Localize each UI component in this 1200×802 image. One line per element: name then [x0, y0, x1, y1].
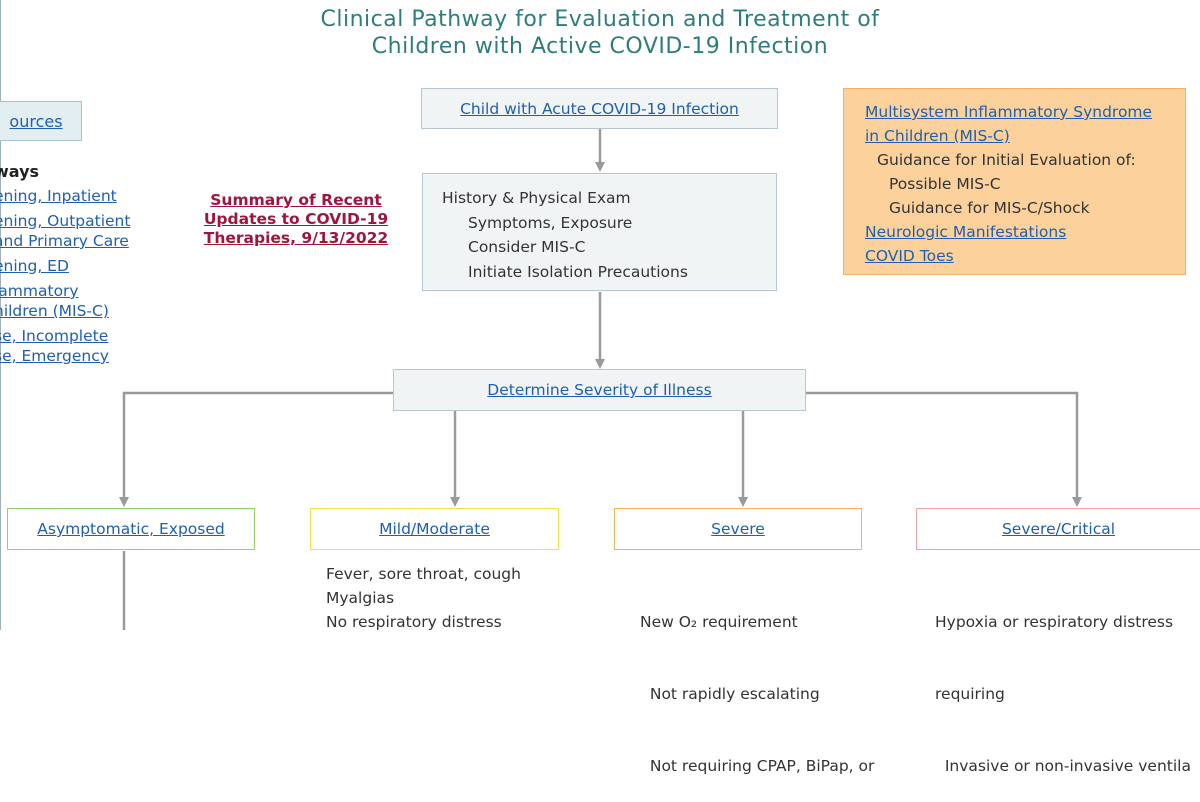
neurologic-link[interactable]: Neurologic Manifestations: [865, 223, 1067, 241]
mild-detail: Myalgias: [326, 589, 395, 607]
severity-asymptomatic-box[interactable]: Asymptomatic, Exposed: [7, 508, 255, 550]
severity-asymptomatic-link[interactable]: Asymptomatic, Exposed: [37, 520, 225, 538]
page-title: Clinical Pathway for Evaluation and Trea…: [0, 6, 1200, 60]
severe-detail: Not rapidly escalating: [640, 685, 820, 703]
mis-c-link[interactable]: Multisystem Inflammatory Syndrome: [865, 103, 1153, 121]
start-box-link[interactable]: Child with Acute COVID-19 Infection: [460, 99, 739, 118]
pathways-header: ways: [0, 162, 40, 181]
page-title-line2: Children with Active COVID-19 Infection: [371, 34, 829, 59]
guidance-item: Guidance for MIS-C/Shock: [889, 199, 1090, 217]
severity-box[interactable]: Determine Severity of Illness: [393, 369, 806, 411]
pathway-link-inpatient[interactable]: ening, Inpatient: [0, 187, 117, 205]
severe-details: New O₂ requirement Not rapidly escalatin…: [640, 562, 874, 802]
history-heading: History & Physical Exam: [442, 189, 631, 207]
mild-detail: Fever, sore throat, cough: [326, 565, 521, 583]
arrow-to-critical: [806, 391, 1082, 507]
mis-c-link-line2[interactable]: in Children (MIS-C): [865, 127, 1010, 145]
critical-detail: Invasive or non-invasive ventila: [935, 757, 1191, 775]
arrow-to-asymptomatic: [119, 391, 393, 507]
history-item: Consider MIS-C: [468, 238, 586, 256]
critical-details: Hypoxia or respiratory distress requirin…: [935, 562, 1200, 802]
page-title-line1: Clinical Pathway for Evaluation and Trea…: [320, 7, 880, 32]
severity-severe-box[interactable]: Severe: [614, 508, 862, 550]
page-left-border: [0, 0, 1, 630]
guidance-item: Possible MIS-C: [889, 175, 1001, 193]
severity-box-link[interactable]: Determine Severity of Illness: [487, 381, 712, 399]
critical-detail: Hypoxia or respiratory distress: [935, 613, 1174, 631]
severity-critical-link[interactable]: Severe/Critical: [1001, 520, 1116, 538]
pathways-list: ways ening, Inpatient ening, Outpatient …: [0, 162, 180, 371]
covid-toes-link[interactable]: COVID Toes: [865, 247, 954, 265]
pathway-link-outpatient[interactable]: ening, Outpatient and Primary Care: [0, 212, 131, 250]
mild-details: Fever, sore throat, cough Myalgias No re…: [326, 562, 521, 634]
history-physical-box: History & Physical Exam Symptoms, Exposu…: [422, 173, 777, 291]
mis-c-box: Multisystem Inflammatory Syndrome in Chi…: [843, 88, 1186, 275]
guidance-heading: Guidance for Initial Evaluation of:: [877, 151, 1136, 169]
severe-detail: Not requiring CPAP, BiPap, or: [640, 757, 875, 775]
severity-critical-box[interactable]: Severe/Critical: [916, 508, 1200, 550]
flow-connectors: [119, 129, 1082, 630]
summary-updates-link[interactable]: Summary of Recent Updates to COVID-19 Th…: [203, 191, 389, 247]
severity-mild-box[interactable]: Mild/Moderate: [310, 508, 559, 550]
history-item: Initiate Isolation Precautions: [468, 262, 688, 281]
pathway-link-mis-c[interactable]: lammatory hildren (MIS-C): [0, 282, 109, 320]
severity-severe-link[interactable]: Severe: [711, 520, 765, 538]
pathway-link-ed[interactable]: ening, ED: [0, 257, 69, 275]
critical-detail: requiring: [935, 685, 1005, 703]
mild-detail: No respiratory distress: [326, 613, 502, 631]
pathway-link-kawasaki[interactable]: se, Incomplete se, Emergency: [0, 327, 109, 365]
resources-link[interactable]: ources: [9, 111, 63, 131]
severe-detail: New O₂ requirement: [640, 613, 798, 631]
severity-mild-link[interactable]: Mild/Moderate: [379, 520, 490, 538]
start-box[interactable]: Child with Acute COVID-19 Infection: [421, 88, 778, 129]
history-item: Symptoms, Exposure: [468, 213, 633, 232]
resources-box[interactable]: ources: [0, 101, 82, 141]
